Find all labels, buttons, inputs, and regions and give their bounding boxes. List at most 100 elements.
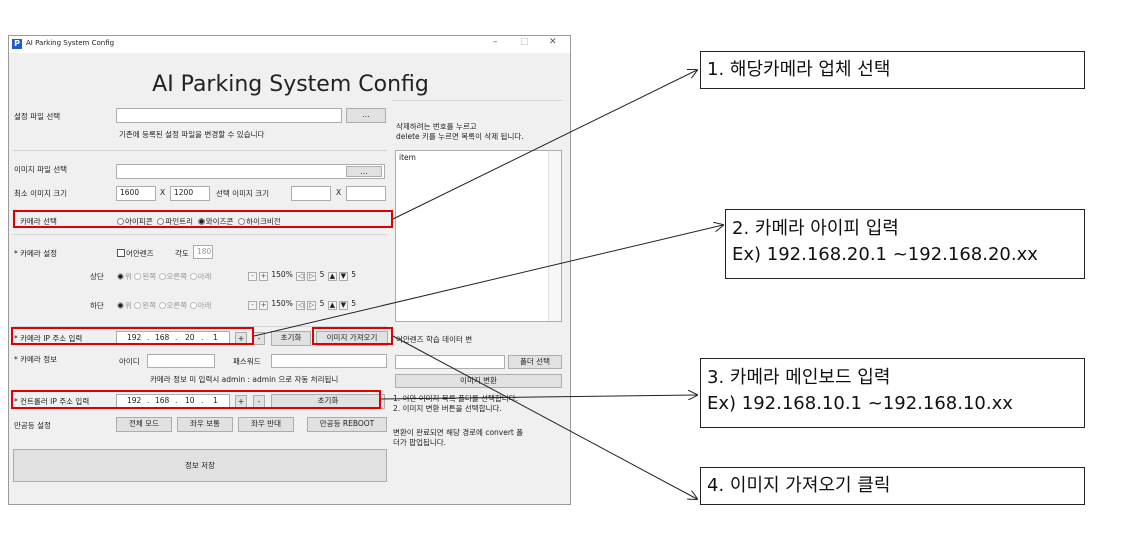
app-window: P AI Parking System Config – □ ✕ AI Park… (8, 35, 571, 505)
folder-path-input[interactable] (395, 355, 505, 369)
radio-icon (117, 218, 124, 225)
radio-wisecon[interactable]: 와이즈콘 (197, 217, 233, 226)
zoom-minus-button[interactable]: - (248, 272, 257, 281)
top-zoom-controls: -+ 150% ◁▷ 5 ▲▼ 5 (247, 270, 356, 281)
list-header: item (399, 153, 416, 162)
zoom-minus-button[interactable]: - (248, 301, 257, 310)
close-button[interactable]: ✕ (549, 37, 557, 47)
right-arrow-icon[interactable]: ▷ (307, 272, 317, 281)
title-divider (392, 100, 562, 101)
window-title: AI Parking System Config (26, 39, 115, 47)
radio-icon (157, 218, 165, 225)
right-arrow-icon[interactable]: ▷ (307, 301, 317, 310)
camera-info-hint: 카메라 정보 미 입력시 admin : admin 으로 자동 처리됩니 (150, 375, 339, 384)
fisheye-checkbox[interactable]: 어안렌즈 (117, 248, 154, 259)
angle-input[interactable]: 180 (193, 245, 213, 259)
unmanned-reboot-button[interactable]: 만공등 REBOOT (307, 417, 387, 432)
up-arrow-icon[interactable]: ▲ (327, 301, 337, 310)
radio-selected-icon (197, 218, 205, 225)
radio-icon (189, 273, 197, 280)
min-width-input[interactable]: 1600 (116, 186, 156, 201)
camera-ip-plus-button[interactable]: + (235, 332, 247, 345)
delete-hint-line-1: 삭제하려는 번호를 누르고 (396, 122, 477, 131)
fisheye-data-label: 어안렌즈 학습 데이터 변 (396, 335, 473, 344)
config-file-hint: 기존에 등록된 설정 파일을 변경할 수 있습니다 (119, 130, 265, 139)
zoom-plus-button[interactable]: + (259, 272, 268, 281)
controller-ip-minus-button[interactable]: - (253, 395, 265, 408)
callout-3-line-1: 3. 카메라 메인보드 입력 (707, 367, 891, 388)
maximize-button[interactable]: □ (520, 37, 529, 47)
highlight-camera-select (13, 210, 393, 228)
image-file-input[interactable] (116, 164, 385, 179)
camera-vendor-radio-group: 아이피콘 파인트리 와이즈콘 하이크비전 (117, 216, 281, 227)
radio-ipcon[interactable]: 아이피콘 (117, 217, 153, 226)
bottom-direction-radio-group: 위 왼쪽 오른쪽 아래 (117, 300, 211, 311)
controller-ip-plus-button[interactable]: + (235, 395, 247, 408)
zoom-plus-button[interactable]: + (259, 301, 268, 310)
radio-hikvision[interactable]: 하이크비전 (238, 217, 281, 226)
selected-width-input[interactable] (291, 186, 331, 201)
bottom-row-label: 하단 (90, 301, 104, 310)
size-x-label: X (160, 188, 166, 197)
camera-password-label: 패스워드 (233, 357, 261, 366)
selected-size-x-label: X (336, 188, 342, 197)
min-size-label: 최소 이미지 크기 (14, 189, 68, 198)
radio-icon (134, 273, 142, 280)
callout-1-text: 1. 해당카메라 업체 선택 (707, 59, 891, 80)
camera-password-input[interactable] (271, 354, 387, 368)
camera-ip-label: * 카메라 IP 주소 입력 (14, 334, 83, 343)
folder-select-button[interactable]: 폴더 선택 (508, 355, 562, 369)
convert-step-2: 2. 이미지 변환 버튼을 선택합니다. (393, 404, 502, 413)
checkbox-icon (117, 249, 125, 257)
callout-1: 1. 해당카메라 업체 선택 (700, 51, 1085, 89)
angle-label: 각도 (175, 249, 189, 258)
image-file-browse-button[interactable]: ... (346, 166, 382, 177)
callout-2-line-2: Ex) 192.168.20.1 ~192.168.20.xx (732, 244, 1038, 265)
convert-note-line-2: 더가 팝업됩니다. (393, 438, 447, 447)
callout-2: 2. 카메라 아이피 입력 Ex) 192.168.20.1 ~192.168.… (725, 209, 1085, 279)
up-arrow-icon[interactable]: ▲ (327, 272, 337, 281)
step-value: 5 (351, 299, 356, 308)
all-mode-button[interactable]: 전체 모드 (116, 417, 172, 432)
zoom-value: 150% (271, 299, 293, 308)
divider (13, 326, 387, 327)
bottom-zoom-controls: -+ 150% ◁▷ 5 ▲▼ 5 (247, 299, 356, 310)
camera-ip-reset-button[interactable]: 초기화 (271, 331, 311, 346)
item-list[interactable]: item (395, 150, 562, 322)
selected-height-input[interactable] (346, 186, 386, 201)
radio-pinetree[interactable]: 파인트리 (157, 217, 193, 226)
top-row-label: 상단 (90, 272, 104, 281)
minimize-button[interactable]: – (493, 37, 498, 47)
callout-4-text: 4. 이미지 가져오기 클릭 (707, 475, 891, 496)
get-images-button[interactable]: 이미지 가져오기 (316, 331, 388, 346)
top-direction-radio-group: 위 왼쪽 오른쪽 아래 (117, 271, 211, 282)
down-arrow-icon[interactable]: ▼ (338, 272, 348, 281)
config-file-input[interactable] (116, 108, 342, 123)
camera-id-input[interactable] (147, 354, 215, 368)
list-scrollbar[interactable] (548, 151, 561, 321)
divider (13, 234, 387, 235)
selected-size-label: 선택 이미지 크기 (216, 189, 270, 198)
page-title: AI Parking System Config (152, 72, 429, 97)
config-file-browse-button[interactable]: ... (346, 108, 386, 123)
step-value: 5 (319, 270, 325, 279)
image-convert-button[interactable]: 이미지 변환 (395, 374, 562, 388)
divider (13, 150, 387, 151)
radio-icon (238, 218, 246, 225)
lr-reverse-button[interactable]: 좌우 반대 (238, 417, 294, 432)
app-logo-icon: P (12, 39, 22, 49)
radio-icon (134, 302, 142, 309)
left-arrow-icon[interactable]: ◁ (296, 272, 306, 281)
radio-selected-icon (117, 273, 124, 280)
down-arrow-icon[interactable]: ▼ (338, 301, 348, 310)
highlight-camera-ip (11, 327, 254, 345)
min-height-input[interactable]: 1200 (170, 186, 210, 201)
delete-hint-line-2: delete 키를 누르면 목록이 삭제 됩니다. (396, 132, 524, 141)
save-info-button[interactable]: 정보 저장 (13, 449, 387, 482)
left-arrow-icon[interactable]: ◁ (296, 301, 306, 310)
highlight-get-images (312, 327, 393, 345)
title-bar: P AI Parking System Config – □ ✕ (9, 36, 570, 53)
lr-normal-button[interactable]: 좌우 보통 (177, 417, 233, 432)
arrow-to-callout-1 (392, 70, 697, 220)
